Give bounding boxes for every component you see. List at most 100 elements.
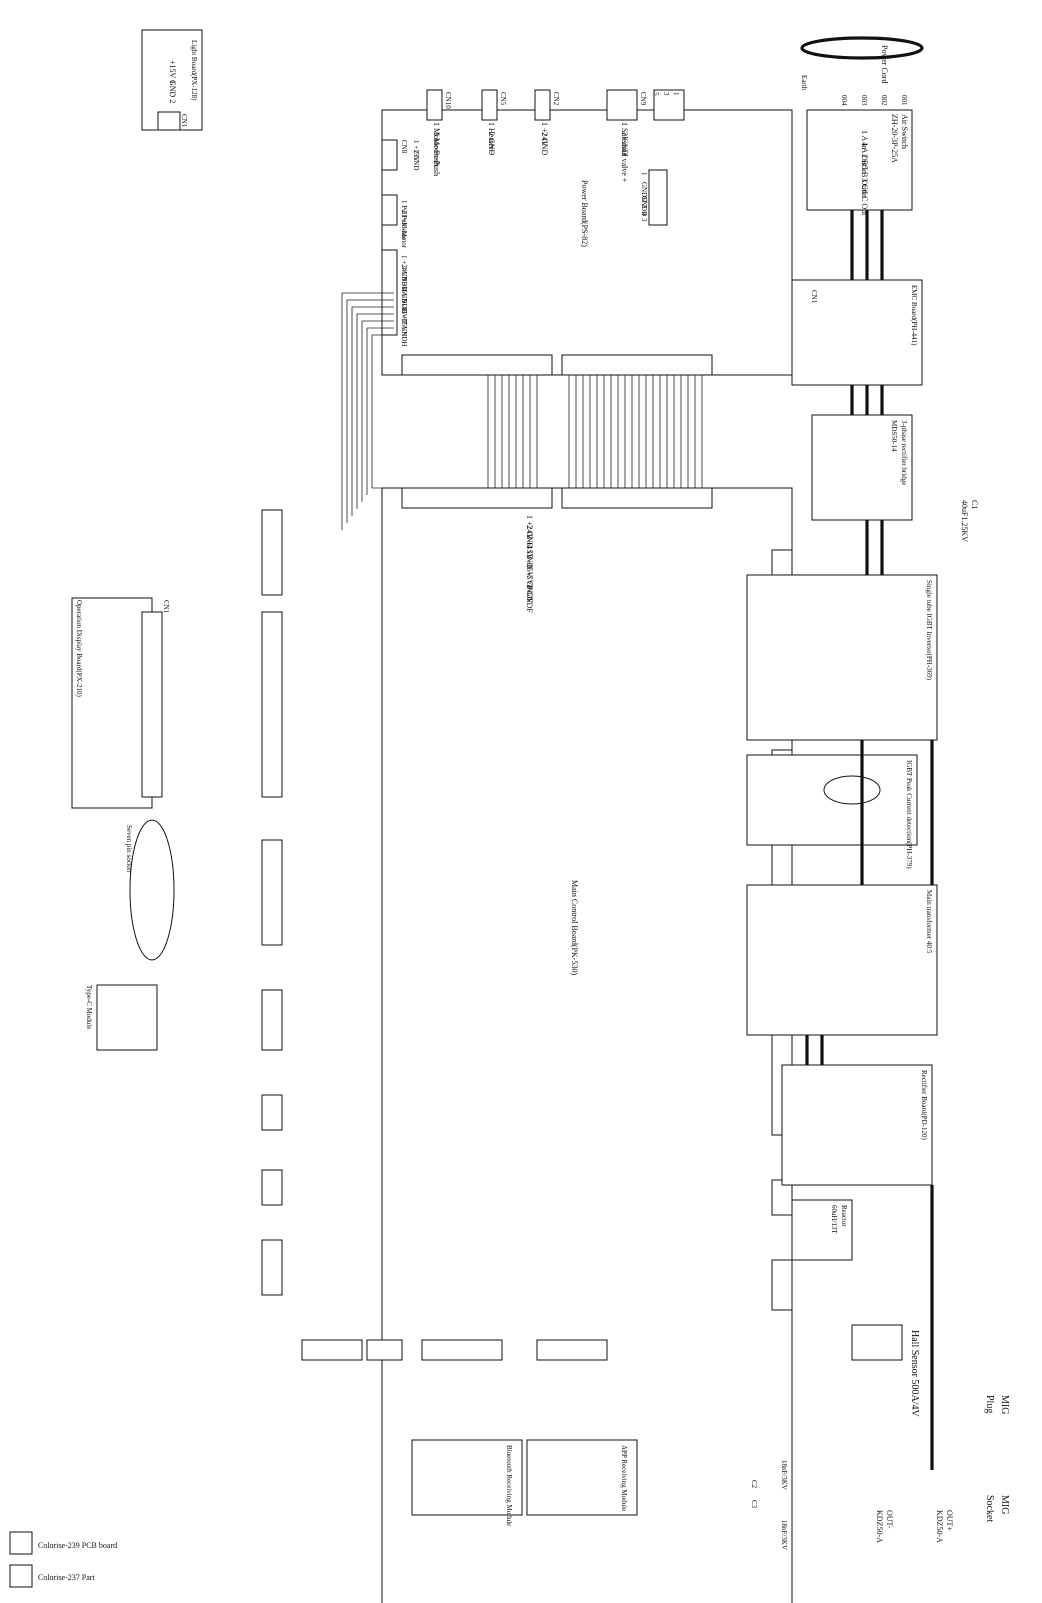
label: Bluetooth Receiving Module (505, 1445, 513, 1526)
label: 2 GND (540, 132, 549, 156)
label: 1 Heater~ (487, 122, 496, 154)
power-wiring (805, 210, 934, 1470)
label: Type-C Module (85, 985, 93, 1029)
label: APP Receiving Module (620, 1445, 628, 1511)
label: 3 Motor-Push (432, 132, 441, 176)
label: Operation Display Board(PX-210) (75, 600, 83, 697)
label: 5 (652, 92, 660, 96)
main-cn19 (421, 1339, 503, 1361)
label: 5 -15VD (400, 299, 408, 324)
power-board-cn3 (401, 354, 713, 376)
label: 7 GNDF (525, 575, 534, 603)
label: 2 GND (620, 132, 629, 156)
label: 1 A In (860, 130, 869, 150)
label: GNDD 2 (640, 182, 648, 208)
label: 3 +15V (525, 535, 534, 560)
label: 001 (900, 95, 908, 106)
label: 3 (662, 92, 670, 96)
main-cn2: 1 +24V 2 GND 3 +15V 4 GND 5 -15V 6 +5VF … (401, 487, 553, 613)
power-board: Power Board(PS-82) (381, 109, 793, 376)
main-transformer: Main transformer 40:5 (746, 884, 938, 1036)
label: 003 (860, 95, 868, 106)
main-control-board (381, 487, 793, 1603)
label: MIG (999, 1495, 1010, 1514)
label: 8 GNDF (525, 585, 534, 613)
label: Colorise-239 PCB board (38, 1541, 117, 1550)
label: CN5 (499, 92, 507, 106)
label: 6 +15VH (400, 310, 408, 336)
label: CN10 (444, 92, 452, 109)
main-cn29 (366, 1339, 403, 1361)
label: CN8 (400, 140, 408, 154)
power-board-cn17: 1 +24VD 2 GNDD 3 +15VD 4 GNDD 5 -15VD 6 … (381, 249, 408, 346)
power-cord: Power Cord 001 002 003 004 Earth (800, 36, 924, 106)
label: KDZ50-A (875, 1510, 884, 1543)
label: 1 +24V (525, 515, 534, 540)
label: +15V 1 (168, 60, 177, 84)
main-cn12 (536, 1339, 608, 1361)
label: 1 Pull +Motor (400, 200, 408, 240)
label: ZH-20-3P-25A (890, 114, 899, 163)
hall-sensor: Hall Sensor 500A/4V (851, 1324, 920, 1417)
label: Seven pin socket (125, 825, 133, 872)
diagram-body: Power Board(PS-82) CN8 1 +15V 2 GND CN10… (71, 29, 1010, 1603)
label: 2 Pull -Motor (400, 210, 408, 249)
label: 7 GNDH (400, 321, 408, 346)
label: 6 C Out (860, 190, 869, 216)
label: 2 B In (860, 154, 869, 174)
label: CN1 (162, 600, 170, 614)
igbt-inverter: Single tube IGBT Inverter(PH-369) (746, 574, 938, 741)
label: 1 Motor-Push (432, 122, 441, 166)
label: Single tube IGBT Inverter(PH-369) (925, 580, 933, 681)
main-cn3 (261, 509, 283, 596)
bluetooth-module: Bluetooth Receiving Module (411, 1439, 523, 1526)
label: Plug (984, 1395, 995, 1413)
label: 3 C In (860, 178, 869, 198)
label: 3-phase rectifier bridge (900, 420, 908, 485)
typec-module: Type-C Module (85, 984, 158, 1051)
main-board-title: Main Control Board(PK-530) (570, 880, 579, 975)
label: CN1 (180, 114, 188, 128)
small-caps: 18nF/3KV C2 C3 18nF/3KV (750, 1460, 788, 1550)
label: 4 (640, 212, 648, 216)
label: 1 +15V (412, 140, 420, 161)
rectifier-board: Rectifier Board(PD-120) (781, 1064, 933, 1186)
label: 2 GNDD (400, 266, 408, 291)
label: 1 +24VD (400, 255, 408, 281)
label: Socket (984, 1495, 995, 1522)
label: 18nF/3KV (780, 1460, 788, 1490)
legend: Colorise-237 Part Colorise-239 PCB board (9, 1531, 117, 1588)
label: 5 -15V (525, 555, 534, 578)
label: 6 +5VF (525, 565, 534, 590)
label: C1 (970, 500, 979, 509)
label: 2 GND (525, 525, 534, 549)
label: 1 (672, 92, 680, 96)
rectifier-bridge: 3-phase rectifier bridge MDS50-14 (811, 414, 913, 521)
light-board: Light Board(PX-128) +15V 1 GND 2 CN1 (141, 29, 203, 131)
display-board: Operation Display Board(PX-210) CN1 (71, 597, 170, 809)
main-cn21 (261, 1094, 283, 1131)
label: CN9 (639, 92, 647, 106)
emc-board: EMC Board(PH-441) CN1 (791, 279, 923, 386)
label: GNDD 3 (640, 196, 648, 222)
label: 1 (640, 172, 648, 176)
label: Rectifier Board(PD-120) (920, 1070, 928, 1140)
label: 1 +24V (540, 122, 549, 147)
label: EMC Board(PH-441) (910, 285, 918, 346)
capacitor-c1: C1 40uF1.25KV (960, 500, 979, 542)
label: 002 (880, 95, 888, 106)
power-board-cn11: 1 Pull +Motor 2 Pull -Motor (381, 194, 408, 249)
label: Reactor (840, 1205, 848, 1227)
label: 4 GNDD (400, 288, 408, 313)
air-switch: Air Switch ZH-20-3P-25A 1 A In 4 A Out 2… (806, 109, 913, 216)
label: Air Switch (900, 114, 909, 149)
main-cn14 (561, 487, 713, 509)
label: OUT- (885, 1510, 894, 1529)
main-cn26 (261, 989, 283, 1051)
bus-wires (341, 292, 703, 530)
label: Hall Sensor 500A/4V (909, 1330, 920, 1417)
label: CN2 (552, 92, 560, 106)
label: C2 (750, 1480, 758, 1489)
label: 18nF/3KV (780, 1520, 788, 1550)
